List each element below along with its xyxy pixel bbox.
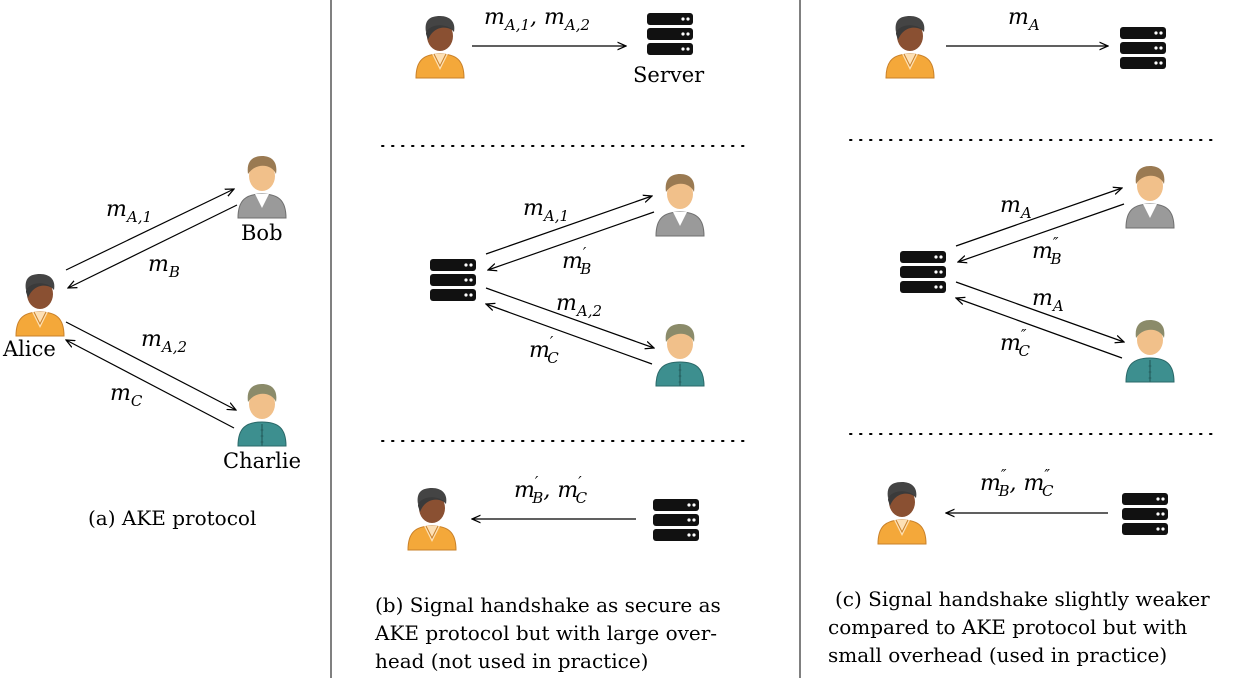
caption-b-line-3: head (not used in practice): [375, 649, 648, 673]
bob-label: Bob: [241, 221, 283, 245]
panel-c: mA mA m″B mA m″C m″B, m″C (c) Signal han…: [828, 5, 1219, 667]
server-icon: [647, 13, 693, 55]
caption-c-line-2: compared to AKE protocol but with: [828, 615, 1187, 639]
msg-b-to-charlie: mA,2: [556, 291, 602, 320]
msg-b-top: mA,1, mA,2: [484, 5, 590, 34]
msg-a-to-charlie: mA,2: [141, 327, 187, 356]
server-icon: [1122, 493, 1168, 535]
arrow-charlie-to-server: [956, 298, 1123, 359]
arrow-server-to-charlie: [955, 281, 1124, 342]
arrow-charlie-to-alice: [66, 340, 235, 429]
arrow-server-to-bob: [955, 188, 1122, 247]
server-icon: [900, 251, 946, 293]
panel-a: Alice Bob Charlie mA,1 mB mA,2 mC (a) AK…: [2, 155, 301, 530]
msg-c-top: mA: [1008, 5, 1040, 34]
caption-c-line-1: (c) Signal handshake slightly weaker: [835, 587, 1210, 611]
server-icon: [430, 259, 476, 301]
msg-c-to-charlie: mA: [1032, 286, 1064, 315]
msg-c-bottom: m″B, m″C: [980, 466, 1054, 500]
alice-person-icon: [885, 15, 935, 79]
charlie-person-icon: [655, 323, 705, 387]
alice-label: Alice: [2, 337, 56, 361]
msg-c-from-charlie: m″C: [1000, 326, 1030, 360]
server-icon: [653, 499, 699, 541]
panel-b: Server mA,1, mA,2 mA,1 m′B mA,2 m′C m′B,…: [374, 5, 751, 673]
bob-person-icon: [1125, 165, 1175, 229]
bob-person-icon: [237, 155, 287, 219]
msg-c-from-bob: m″B: [1032, 234, 1062, 268]
alice-person-icon: [15, 273, 65, 337]
caption-a: (a) AKE protocol: [88, 506, 256, 530]
alice-person-icon: [877, 481, 927, 545]
msg-b-from-bob: m′B: [562, 244, 591, 278]
msg-a-to-bob: mA,1: [106, 197, 152, 226]
arrow-alice-to-charlie: [65, 321, 236, 410]
msg-a-from-charlie: mC: [110, 381, 143, 410]
arrow-charlie-to-server: [486, 304, 653, 365]
msg-a-from-bob: mB: [148, 252, 180, 281]
arrow-server-to-bob: [485, 196, 652, 255]
arrow-bob-to-alice: [68, 204, 238, 288]
arrow-bob-to-server: [958, 203, 1125, 262]
caption-c-line-3: small overhead (used in practice): [828, 643, 1167, 667]
charlie-person-icon: [1125, 319, 1175, 383]
msg-b-to-bob: mA,1: [523, 196, 569, 225]
caption-b-line-2: AKE protocol but with large over-: [374, 621, 717, 645]
arrow-bob-to-server: [488, 211, 655, 270]
alice-person-icon: [415, 15, 465, 79]
charlie-person-icon: [237, 383, 287, 447]
arrow-server-to-charlie: [485, 287, 654, 348]
server-label: Server: [633, 63, 705, 87]
msg-b-bottom: m′B, m′C: [514, 473, 588, 507]
msg-c-to-bob: mA: [1000, 193, 1032, 222]
arrow-alice-to-bob: [65, 189, 234, 271]
bob-person-icon: [655, 173, 705, 237]
caption-b-line-1: (b) Signal handshake as secure as: [375, 593, 721, 617]
msg-b-from-charlie: m′C: [529, 333, 559, 367]
server-icon: [1120, 27, 1166, 69]
charlie-label: Charlie: [223, 449, 301, 473]
alice-person-icon: [407, 487, 457, 551]
